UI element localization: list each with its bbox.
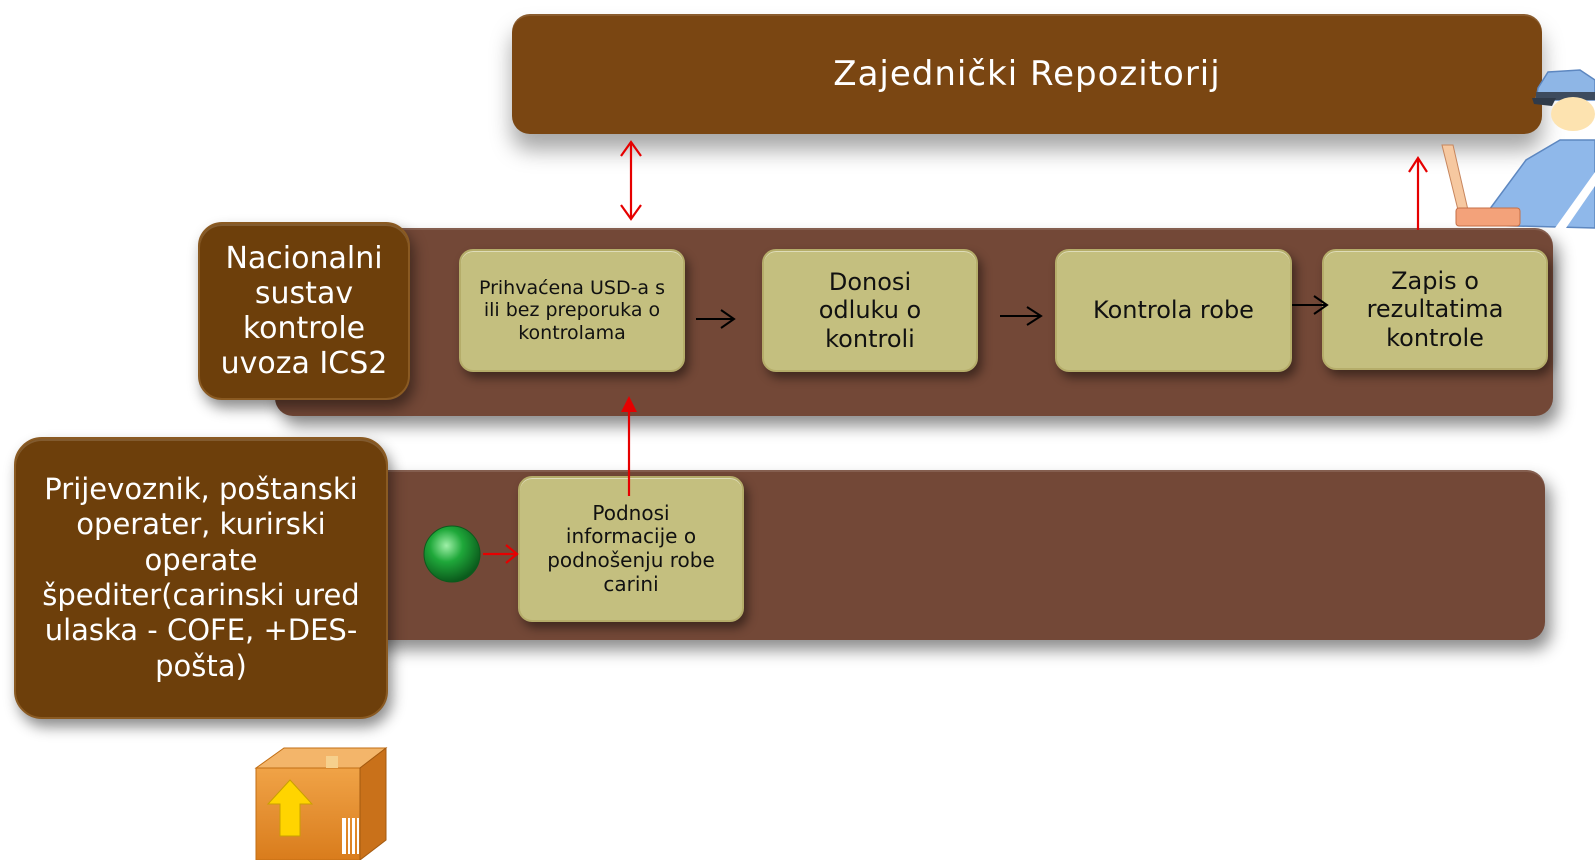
repository-label: Zajednički Repozitorij [833,54,1221,94]
customs-officer-icon [1441,69,1595,229]
task-control-results-record: Zapis o rezultatima kontrole [1322,249,1548,370]
package-box-icon [254,746,388,860]
shared-repository: Zajednički Repozitorij [512,14,1542,134]
task-control-results-record-label: Zapis o rezultatima kontrole [1366,267,1504,352]
carrier-pool-label: Prijevoznik, poštanski operater, kurirsk… [14,437,388,719]
national-system-label: Nacionalni sustav kontrole uvoza ICS2 [220,240,388,382]
national-system-pool-label: Nacionalni sustav kontrole uvoza ICS2 [198,222,410,400]
submit-to-accepted-arrow [621,396,637,496]
task-control-decision: Donosi odluku o kontroli [762,249,978,372]
task-accepted-usd-label: Prihvaćena USD-a s ili bez preporuka o k… [478,276,666,344]
task-accepted-usd: Prihvaćena USD-a s ili bez preporuka o k… [459,249,685,372]
task-submit-information: Podnosi informacije o podnošenju robe ca… [518,476,744,622]
repository-sync-arrow [620,140,642,221]
start-to-submit-arrow [483,544,519,564]
results-to-repository-arrow [1408,155,1428,230]
sequence-arrow-1 [696,309,736,329]
carrier-label: Prijevoznik, poštanski operater, kurirsk… [42,471,360,683]
task-submit-information-label: Podnosi informacije o podnošenju robe ca… [547,500,715,596]
start-event-icon [423,525,481,583]
task-goods-control-label: Kontrola robe [1093,296,1254,325]
task-goods-control: Kontrola robe [1055,249,1292,372]
sequence-arrow-3 [1292,295,1329,315]
task-control-decision-label: Donosi odluku o kontroli [818,268,922,353]
sequence-arrow-2 [1000,306,1043,326]
